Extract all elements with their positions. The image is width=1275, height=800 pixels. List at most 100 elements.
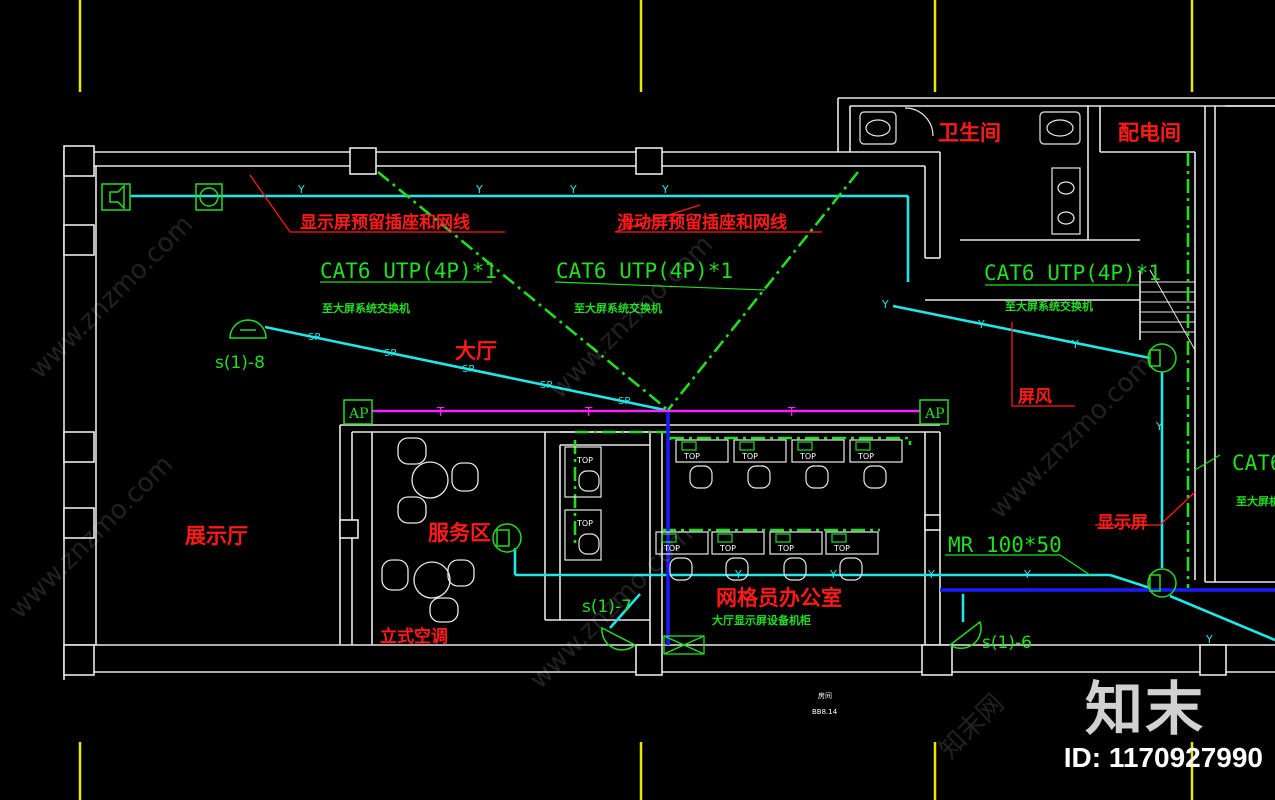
switch-note-d: 至大屏机 [1236, 494, 1275, 508]
room-grid-office: 网格员办公室 [716, 586, 842, 610]
cable-cat6-b: CAT6 UTP(4P)*1 [556, 259, 733, 283]
speaker-left [101, 183, 131, 211]
green-leaders [320, 281, 1221, 576]
display-right-1 [1147, 343, 1177, 373]
cable-markers: Y Y Y Y Y Y Y Y Y Y Y Y Y T T T SP SP SP SP SP [297, 183, 1213, 646]
note-sliding-socket: 滑动屏预留插座和网线 [617, 212, 787, 233]
display-right-2 [1147, 568, 1177, 598]
ap-left: AP [343, 399, 373, 425]
workstation: TOP [655, 531, 709, 581]
stamp-line2: BB8.14 [812, 708, 838, 716]
tray-label: MR 100*50 [948, 533, 1062, 557]
switch-note-a: 至大屏系统交换机 [322, 301, 410, 315]
stamp-line1: 房间 [818, 691, 832, 700]
switch-note-c: 至大屏系统交换机 [1005, 299, 1093, 313]
cable-marker-y: Y [1205, 633, 1213, 646]
image-id: ID: 1170927990 [1063, 742, 1263, 773]
speaker-label-s6: s(1)-6 [982, 633, 1032, 653]
workstation: TOP [825, 531, 879, 581]
workstation-top-label: TOP [777, 544, 794, 553]
speaker-service [492, 523, 522, 553]
cable-marker-y: Y [881, 298, 889, 311]
watermark-text: www.znzmo.com www.znzmo.com www.znzmo.co… [4, 210, 1159, 765]
workstation: TOP [711, 531, 765, 581]
cable-marker-y: Y [977, 318, 985, 331]
speaker-label-s7: s(1)-7 [582, 597, 632, 617]
cable-marker-y: Y [297, 183, 305, 196]
ap-right: AP [919, 399, 949, 425]
network-lines [377, 152, 1190, 588]
workstation: TOP [791, 439, 845, 489]
speaker-label-s8: s(1)-8 [215, 353, 265, 373]
side-workstation-top-label: TOP [576, 519, 593, 528]
leader-lines [249, 174, 1196, 526]
cable-marker-y: Y [734, 568, 742, 581]
cable-marker-sp: SP [384, 348, 396, 359]
cable-marker-t: T [584, 405, 593, 419]
cable-sp-line [264, 325, 666, 412]
cable-marker-sp: SP [618, 396, 630, 407]
workstation-top-label: TOP [741, 452, 758, 461]
speaker-s8 [229, 319, 267, 339]
workstation: TOP [769, 531, 823, 581]
blue-tray [666, 412, 1275, 645]
structural-columns [63, 145, 1227, 676]
workstation-top-label: TOP [799, 452, 816, 461]
ap-left-label: AP [348, 406, 369, 422]
cable-marker-sp: SP [540, 380, 552, 391]
room-power: 配电间 [1118, 121, 1181, 145]
cable-marker-y: Y [1155, 420, 1163, 433]
cable-cat6-c: CAT6 UTP(4P)*1 [984, 261, 1161, 285]
workstation: TOP [675, 439, 729, 489]
workstation-top-label: TOP [833, 544, 850, 553]
note-screen: 屏风 [1018, 387, 1052, 407]
cable-marker-y: Y [569, 183, 577, 196]
room-hall: 大厅 [455, 339, 497, 363]
side-workstation-top-label: TOP [576, 456, 593, 465]
cabinet-label: 大厅显示屏设备机柜 [712, 613, 811, 627]
toilet-fixtures [859, 107, 1081, 235]
cable-marker-y: Y [475, 183, 483, 196]
watermark-site-1: www.znzmo.com [24, 210, 199, 385]
service-furniture [381, 437, 479, 623]
note-standing-ac: 立式空调 [380, 626, 448, 647]
watermark-logo: 知末 [1084, 675, 1205, 743]
workstation-top-label: TOP [663, 544, 680, 553]
note-display-socket: 显示屏预留插座和网线 [300, 212, 470, 233]
watermark-site-5: www.znzmo.com [524, 520, 699, 695]
office-workstations: TOP TOP TOP TOP TOP TOP TOP TOP TOP TOP [564, 439, 903, 581]
note-display-screen: 显示屏 [1097, 513, 1148, 533]
room-exhibition: 展示厅 [185, 524, 248, 548]
cable-y-lines [130, 194, 1275, 642]
cable-cat6-a: CAT6 UTP(4P)*1 [320, 259, 497, 283]
workstation-top-label: TOP [719, 544, 736, 553]
cable-marker-sp: SP [462, 364, 474, 375]
watermark-site-3: www.znzmo.com [984, 350, 1159, 525]
speaker-s6 [948, 620, 982, 650]
cabinet-box [663, 635, 705, 655]
workstation: TOP [849, 439, 903, 489]
cable-marker-y: Y [829, 568, 837, 581]
speaker-s7 [601, 626, 637, 651]
cable-marker-y: Y [927, 568, 935, 581]
cable-marker-t: T [787, 405, 796, 419]
room-toilet: 卫生间 [938, 121, 1001, 145]
cable-cat6-d: CAT6 [1232, 451, 1275, 475]
room-service: 服务区 [428, 521, 491, 545]
workstation: TOP [733, 439, 787, 489]
speaker-ceiling-1 [195, 183, 223, 211]
ap-right-label: AP [924, 406, 945, 422]
cable-marker-y: Y [661, 183, 669, 196]
cable-marker-sp: SP [308, 332, 320, 343]
side-workstation: TOP [564, 509, 602, 561]
cable-marker-t: T [436, 405, 445, 419]
cable-marker-y: Y [1023, 568, 1031, 581]
switch-note-b: 至大屏系统交换机 [574, 301, 662, 315]
cable-marker-y: Y [1071, 338, 1079, 351]
workstation-top-label: TOP [683, 452, 700, 461]
grid-axis-lines [78, 0, 1194, 800]
side-workstation: TOP [564, 446, 602, 498]
stair [1140, 269, 1196, 351]
watermark-brand: 知末网 [934, 689, 1010, 765]
